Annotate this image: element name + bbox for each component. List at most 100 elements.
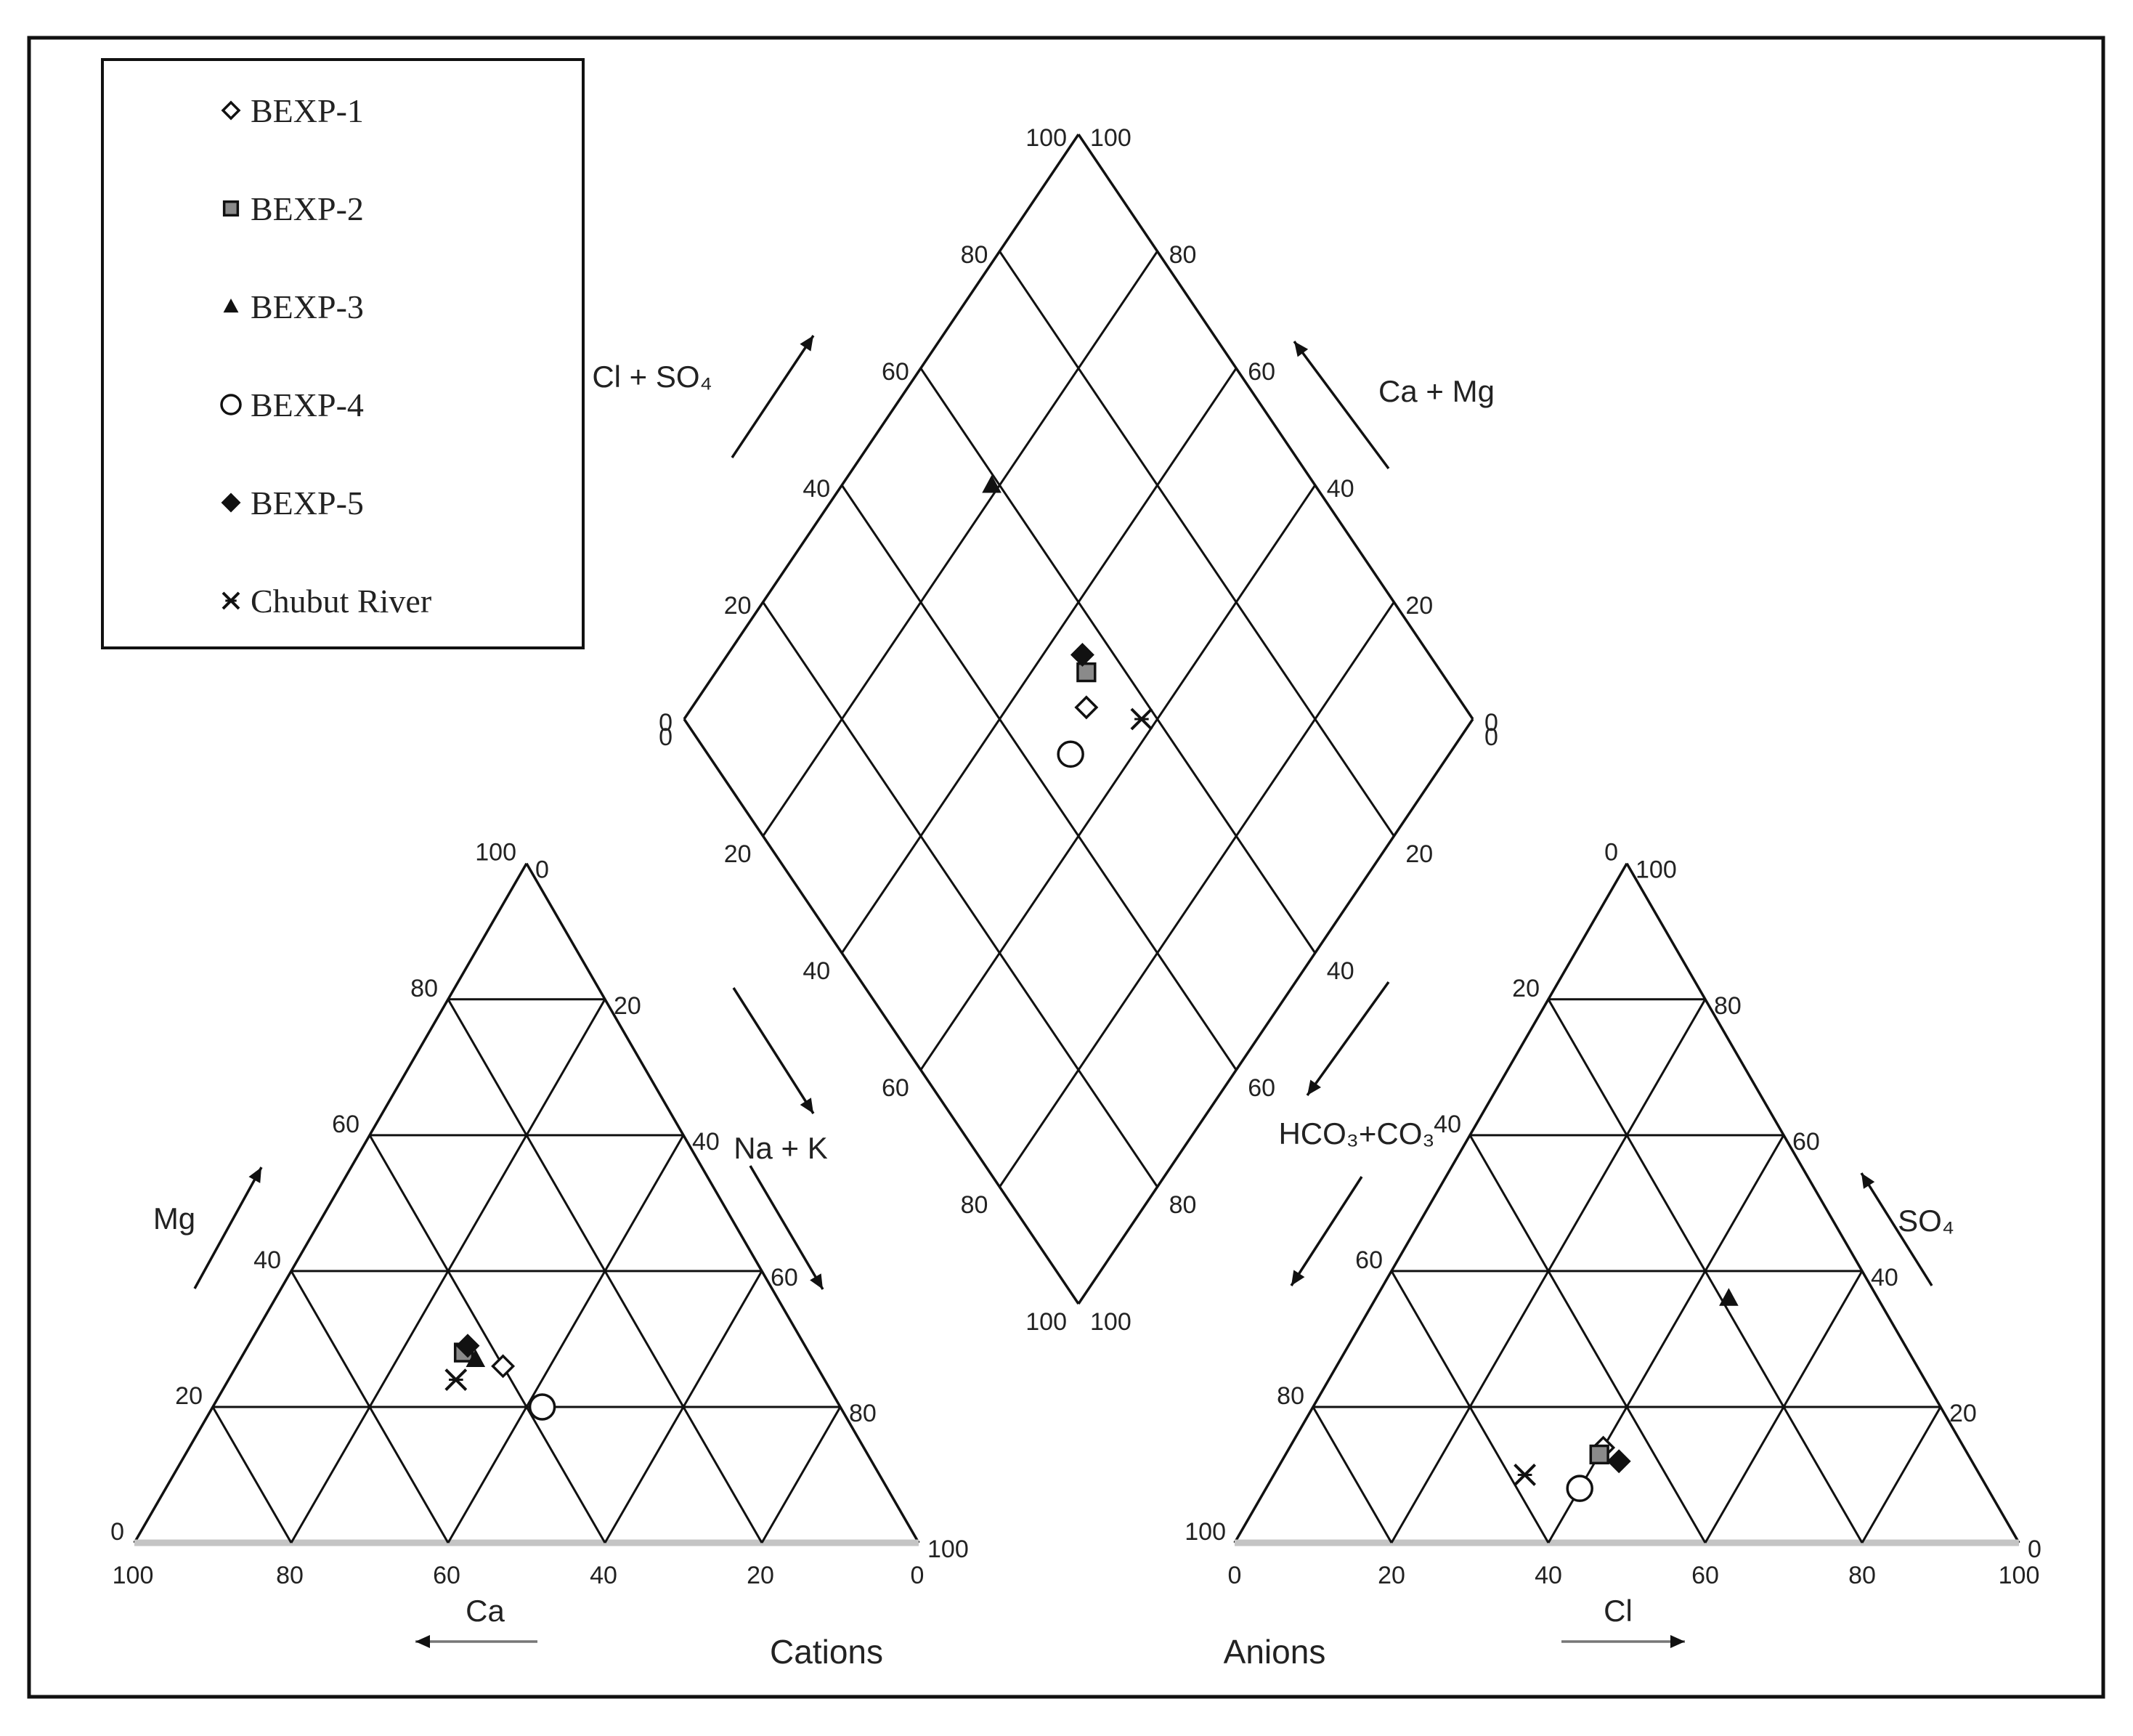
mg-tick-label: 20 <box>175 1382 203 1410</box>
anion-grid-line <box>1547 1135 1785 1544</box>
legend-marker-bexp-3-shape <box>223 299 239 313</box>
diamond-point-chubut-river <box>1130 707 1153 731</box>
diamond-grid-line <box>919 368 1317 954</box>
mg-tick-label: 0 <box>110 1518 124 1546</box>
anion-point-bexp-5-shape <box>1606 1449 1631 1474</box>
anion-grid-line <box>1861 1406 1942 1544</box>
cation-triangle-edge <box>133 862 528 1544</box>
diamond-edge <box>1077 134 1474 720</box>
legend-marker-bexp-1-shape <box>221 100 241 121</box>
nak-axis-label: Na + K <box>734 1131 828 1165</box>
diamond-grid-line <box>762 601 1158 1188</box>
anion-grid-line <box>1468 1135 1707 1544</box>
legend-marker-bexp-2-shape <box>222 200 240 217</box>
nak-diamond-tick-label: 100 <box>1025 1308 1067 1336</box>
legend-label-bexp-5: BEXP-5 <box>251 484 364 522</box>
anion-grid-line <box>1547 999 1864 1544</box>
hco3-diamond-tick-label: 60 <box>1248 1074 1275 1102</box>
clso4-axis-label: Cl + SO₄ <box>592 360 712 394</box>
legend-label-bexp-4: BEXP-4 <box>251 386 364 423</box>
nak-tick-label: 40 <box>692 1128 720 1156</box>
cation-point-bexp-1 <box>491 1354 516 1379</box>
nak-diamond-tick-label: 40 <box>803 957 830 985</box>
anion-point-bexp-3-shape <box>1719 1288 1739 1306</box>
cation-point-bexp-5-shape <box>455 1334 480 1358</box>
nak-tick-label: 0 <box>535 856 549 884</box>
cation-grid-line <box>211 1406 293 1544</box>
anion-point-bexp-4 <box>1566 1475 1593 1502</box>
legend-marker-bexp-4-shape <box>220 394 242 415</box>
clso4-tick-label: 20 <box>724 592 752 620</box>
legend-marker-chubut-river <box>222 591 240 610</box>
cation-grid-line <box>368 1135 606 1544</box>
nak-diamond-tick-label: 80 <box>961 1191 988 1219</box>
cation-point-bexp-4 <box>528 1393 556 1421</box>
anion-point-chubut-river <box>1514 1464 1537 1486</box>
hco3-tick-label: 20 <box>1512 975 1540 1002</box>
hco3-tick-label: 0 <box>1604 839 1618 867</box>
diamond-point-bexp-5-shape <box>1070 642 1094 667</box>
diamond-grid-line <box>999 601 1395 1188</box>
cl-tick-label: 40 <box>1535 1562 1562 1589</box>
legend-label-chubut-river: Chubut River <box>251 583 431 620</box>
anion-grid-line <box>1312 1406 1393 1544</box>
camg-tick-label: 40 <box>1327 475 1354 503</box>
cation-triangle-edge <box>525 862 920 1544</box>
so4-tick-label: 40 <box>1871 1264 1898 1291</box>
hco3co3-diamond-arrow-head <box>1307 1079 1321 1095</box>
cl-tick-label: 80 <box>1848 1562 1876 1589</box>
hco3-tick-label: 80 <box>1277 1382 1304 1410</box>
diamond-edge <box>1077 718 1474 1305</box>
so4-axis-arrow <box>1860 1172 1933 1286</box>
diamond-point-bexp-3-shape <box>982 475 1002 493</box>
so4-axis-label: SO₄ <box>1898 1204 1954 1238</box>
hco3-tick-label: 40 <box>1434 1111 1461 1138</box>
cation-grid-line <box>447 1135 685 1544</box>
camg-axis-arrow-head <box>1294 341 1309 357</box>
cl-tick-label: 20 <box>1378 1562 1405 1589</box>
grid-layer <box>133 134 2020 1546</box>
so4-tick-label: 60 <box>1792 1128 1820 1156</box>
cl-tick-label: 60 <box>1691 1562 1719 1589</box>
hco3-diamond-tick-label: 20 <box>1405 840 1433 868</box>
so4-tick-label: 20 <box>1949 1400 1977 1427</box>
diamond-grid-line <box>762 251 1158 837</box>
mg-tick-label: 80 <box>410 975 438 1002</box>
nak-tick-label: 20 <box>614 992 641 1020</box>
nak-diamond-tick-label: 0 <box>659 723 673 751</box>
diamond-point-bexp-4-shape <box>1057 740 1084 768</box>
diamond-grid-line <box>840 368 1238 954</box>
legend-label-bexp-2: BEXP-2 <box>251 190 364 227</box>
diamond-grid-line <box>919 484 1317 1071</box>
ca-tick-label: 60 <box>433 1562 460 1589</box>
anion-point-bexp-2 <box>1589 1444 1609 1465</box>
legend-marker-bexp-2 <box>222 200 240 217</box>
ca-axis-label: Ca <box>466 1594 505 1628</box>
nak-diamond-arrow <box>732 987 815 1114</box>
mg-axis-arrow <box>193 1167 263 1289</box>
anion-triangle-edge <box>1625 862 2020 1544</box>
hco3-diamond-tick-label: 0 <box>1484 723 1498 751</box>
cation-point-bexp-3-shape <box>466 1349 486 1367</box>
anion-point-bexp-2-shape <box>1589 1444 1609 1465</box>
cl-axis-label: Cl <box>1604 1594 1633 1628</box>
camg-tick-label: 20 <box>1405 592 1433 620</box>
mg-tick-label: 100 <box>475 839 516 867</box>
legend-marker-bexp-5-shape <box>221 492 241 513</box>
legend-marker-bexp-3 <box>223 299 239 313</box>
diamond-point-bexp-2-shape <box>1076 662 1097 683</box>
so4-tick-label: 0 <box>2028 1536 2041 1563</box>
diamond-point-bexp-4 <box>1057 740 1084 768</box>
mg-axis-arrow-head <box>248 1167 261 1183</box>
diamond-edge <box>683 718 1080 1305</box>
nak-axis-arrow-head <box>810 1273 823 1289</box>
camg-axis-arrow <box>1293 340 1390 470</box>
mg-tick-label: 60 <box>332 1111 359 1138</box>
clso4-tick-label: 60 <box>882 358 909 386</box>
tick-label-layer: 100 80 60 40 20 0 0 20 40 60 80 100 0 20 40 60 80 100 0 20 4… <box>110 124 2041 1589</box>
anion-point-bexp-5 <box>1606 1449 1631 1474</box>
so4-tick-label: 100 <box>1636 856 1677 884</box>
diamond-grid-line <box>840 484 1238 1071</box>
